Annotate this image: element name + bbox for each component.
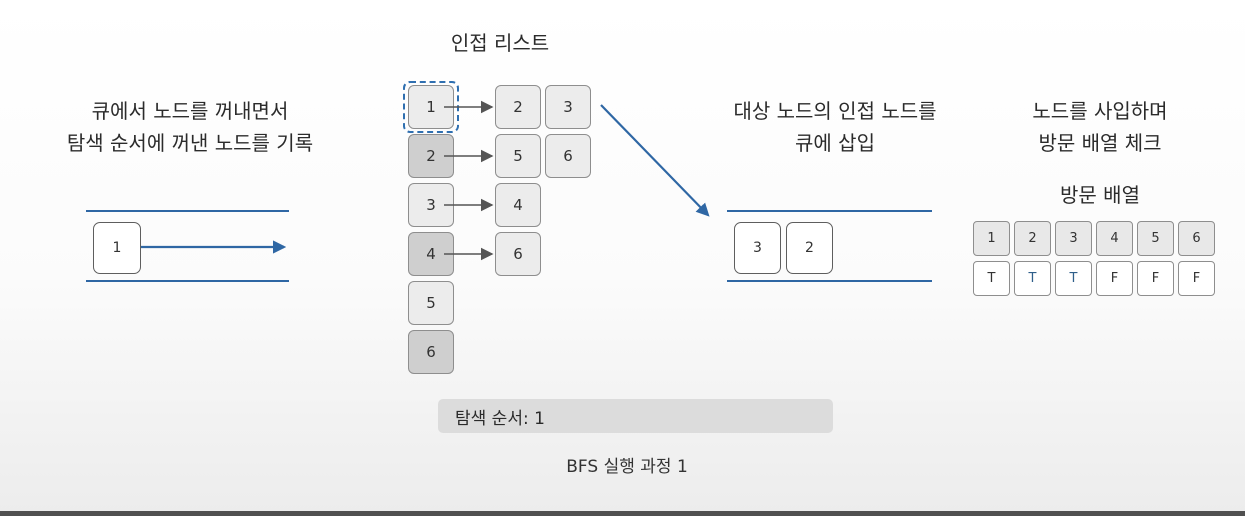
adjacency-node-2: 2 <box>408 134 454 178</box>
traversal-order-text: 탐색 순서: 1 <box>455 408 545 429</box>
right-note-line-2: 방문 배열 체크 <box>1038 131 1162 155</box>
right-queue-item: 2 <box>786 222 833 274</box>
visited-value-cell: F <box>1137 261 1174 296</box>
visited-index-cell: 3 <box>1055 221 1092 256</box>
left-queue-bottom-line <box>86 280 289 282</box>
visited-index-cell: 2 <box>1014 221 1051 256</box>
left-note-line-2: 탐색 순서에 꺼낸 노드를 기록 <box>66 131 314 155</box>
visited-index-cell: 4 <box>1096 221 1133 256</box>
traversal-order-bar: 탐색 순서: 1 <box>438 399 833 433</box>
right-note-line-1: 노드를 사입하며 <box>1032 99 1168 123</box>
visited-index-cell: 6 <box>1178 221 1215 256</box>
visited-value-cell: F <box>1096 261 1133 296</box>
left-queue-top-line <box>86 210 289 212</box>
visited-value-cell: T <box>1055 261 1092 296</box>
right-queue-top-line <box>727 210 932 212</box>
right-queue-item: 3 <box>734 222 781 274</box>
neighbor-cell: 2 <box>495 85 541 129</box>
right-queue-bottom-line <box>727 280 932 282</box>
visited-array-title: 방문 배열 <box>1060 183 1140 207</box>
insert-diagonal-arrow <box>600 104 710 217</box>
adjacency-node-3: 3 <box>408 183 454 227</box>
current-node-highlight <box>403 81 459 133</box>
middle-note-line-2: 큐에 삽입 <box>795 131 875 155</box>
visited-index-cell: 1 <box>973 221 1010 256</box>
adjacency-node-5: 5 <box>408 281 454 325</box>
visited-index-cell: 5 <box>1137 221 1174 256</box>
visited-value-cell: T <box>1014 261 1051 296</box>
visited-value-cell: T <box>973 261 1010 296</box>
left-queue-item: 1 <box>93 222 141 274</box>
neighbor-cell: 6 <box>545 134 591 178</box>
adjacency-node-4: 4 <box>408 232 454 276</box>
middle-note-line-1: 대상 노드의 인접 노드를 <box>733 99 937 123</box>
neighbor-cell: 5 <box>495 134 541 178</box>
visited-value-cell: F <box>1178 261 1215 296</box>
neighbor-cell: 4 <box>495 183 541 227</box>
figure-caption: BFS 실행 과정 1 <box>566 457 688 477</box>
bottom-band <box>0 511 1245 516</box>
neighbor-cell: 3 <box>545 85 591 129</box>
neighbor-cell: 6 <box>495 232 541 276</box>
adjacency-node-6: 6 <box>408 330 454 374</box>
adjacency-list-title: 인접 리스트 <box>450 31 550 55</box>
left-note-line-1: 큐에서 노드를 꺼내면서 <box>91 99 289 123</box>
